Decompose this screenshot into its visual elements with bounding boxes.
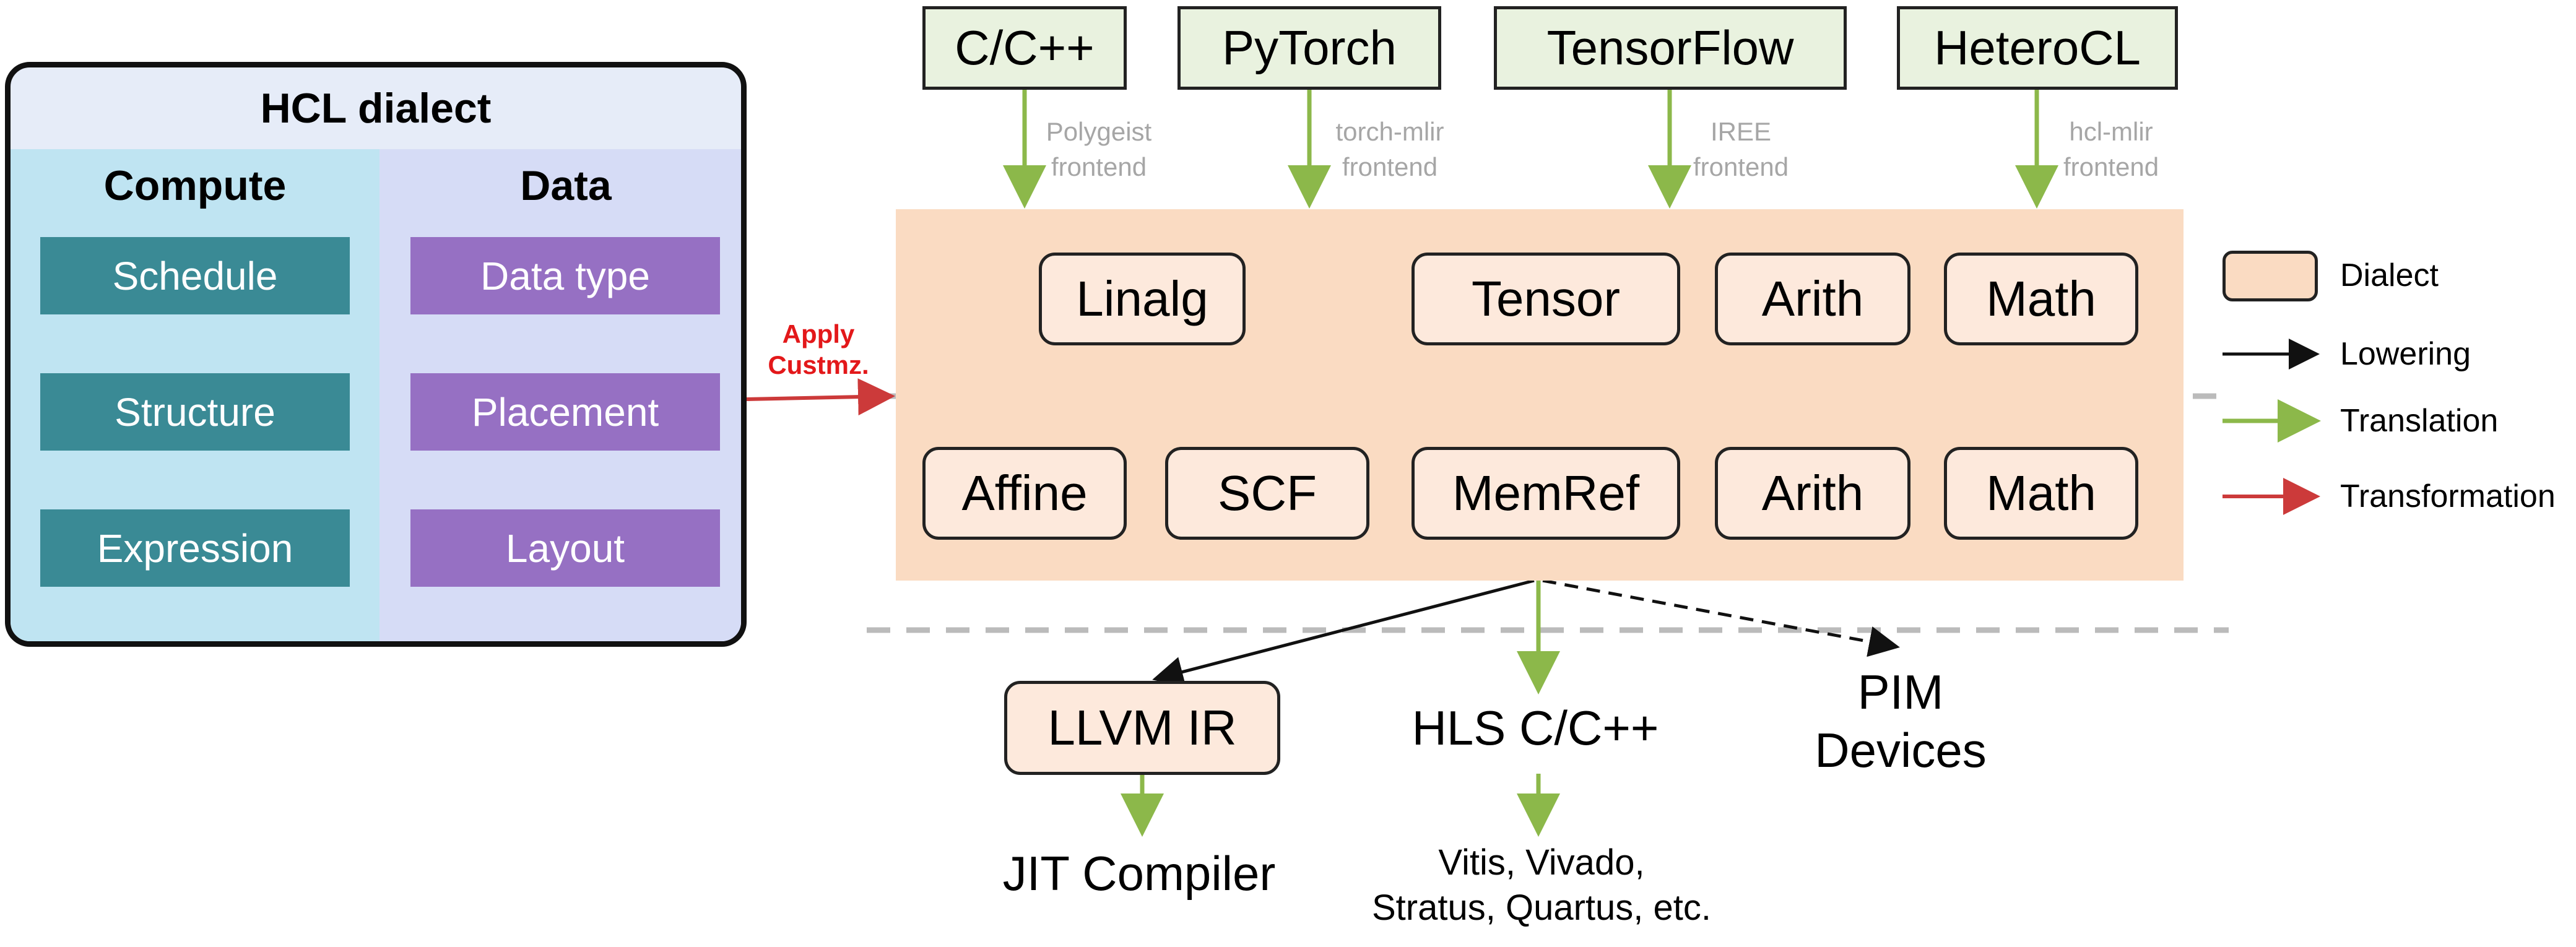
- data-column: Data Data type Placement Layout: [379, 149, 741, 641]
- frontend-label-hcl-mlir: hcl-mlir frontend: [2063, 117, 2159, 181]
- dialect-math-bottom: Math: [1944, 447, 2138, 540]
- data-heading: Data: [520, 162, 612, 209]
- dialect-affine: Affine: [922, 447, 1127, 540]
- frontend-cpp: C/C++: [922, 6, 1127, 90]
- legend-dialect-swatch: [2223, 251, 2318, 301]
- dialect-math-top: Math: [1944, 253, 2138, 345]
- arrow-to-pim: [1542, 579, 1900, 657]
- dialect-memref: MemRef: [1412, 447, 1680, 540]
- legend-dialect-label: Dialect: [2340, 257, 2439, 293]
- compute-item-expression: Expression: [40, 509, 350, 587]
- target-llvm-ir: LLVM IR: [1004, 681, 1280, 775]
- compute-column: Compute Schedule Structure Expression: [11, 149, 379, 641]
- frontend-pytorch: PyTorch: [1177, 6, 1441, 90]
- dialect-arith-top: Arith: [1715, 253, 1910, 345]
- legend-lowering-label: Lowering: [2340, 336, 2471, 372]
- data-item-placement: Placement: [410, 373, 720, 451]
- apply-customization-label: Apply Custmz.: [768, 319, 869, 380]
- dialect-scf: SCF: [1165, 447, 1369, 540]
- target-jit-compiler: JIT Compiler: [1002, 846, 1276, 901]
- compute-item-structure: Structure: [40, 373, 350, 451]
- dialect-tensor: Tensor: [1412, 253, 1680, 345]
- target-hls-tools: Vitis, Vivado, Stratus, Quartus, etc.: [1372, 842, 1711, 928]
- frontend-tensorflow: TensorFlow: [1494, 6, 1847, 90]
- arrow-apply-customization: [746, 378, 895, 416]
- data-item-data-type: Data type: [410, 237, 720, 314]
- frontend-label-polygeist: Polygeist frontend: [1046, 117, 1152, 181]
- frontend-heterocl: HeteroCL: [1897, 6, 2178, 90]
- legend-translation-label: Translation: [2340, 403, 2499, 439]
- hcl-panel-title: HCL dialect: [260, 85, 492, 132]
- dialect-arith-bottom: Arith: [1715, 447, 1910, 540]
- target-pim-devices: PIM Devices: [1815, 665, 1987, 777]
- hcl-dialect-panel: HCL dialect Compute Schedule Structure E…: [5, 62, 747, 647]
- arrow-to-llvm-ir: [1152, 579, 1535, 687]
- frontend-label-iree: IREE frontend: [1693, 117, 1789, 181]
- compute-heading: Compute: [103, 162, 287, 209]
- data-item-layout: Layout: [410, 509, 720, 587]
- legend-transformation-label: Transformation: [2340, 478, 2556, 514]
- dialect-linalg: Linalg: [1039, 253, 1246, 345]
- frontend-label-torch-mlir: torch-mlir frontend: [1335, 117, 1444, 181]
- compute-item-schedule: Schedule: [40, 237, 350, 314]
- target-hls-cpp: HLS C/C++: [1412, 701, 1659, 755]
